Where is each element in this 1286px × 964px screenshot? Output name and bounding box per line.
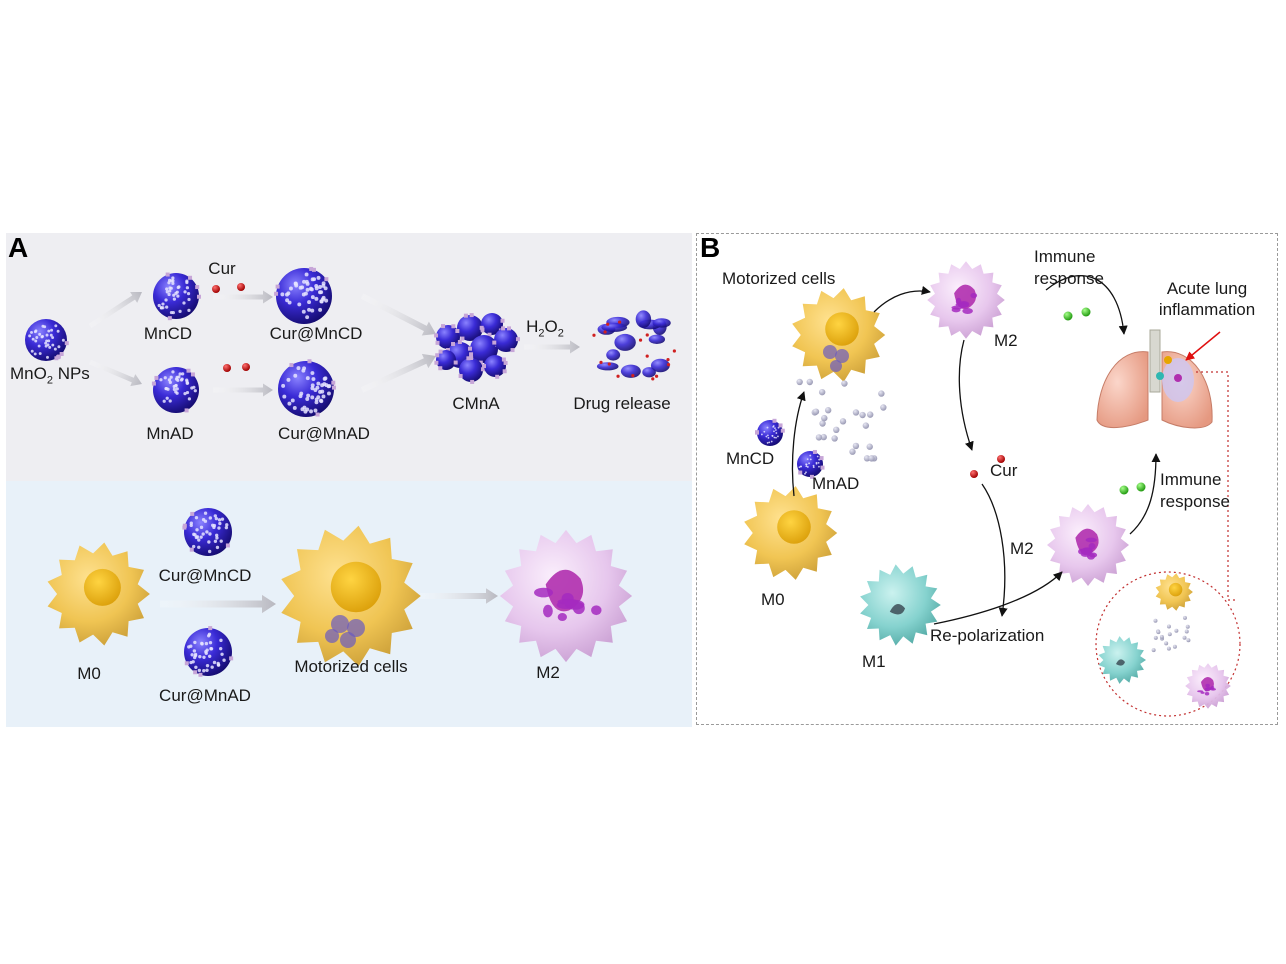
motorized-cells-label: Motorized cells — [294, 657, 408, 676]
m0-label: M0 — [77, 664, 101, 683]
red-pointer-arrow — [1185, 331, 1221, 361]
arrow-m2-to-lung — [1129, 453, 1161, 535]
cytokine-dot — [1081, 307, 1091, 317]
diagram-objects — [25, 261, 1241, 717]
immune-response-mid-label-2: response — [1160, 492, 1230, 511]
acute-lung-label-2: inflammation — [1158, 300, 1256, 319]
mnad-b-nanoparticle — [797, 449, 825, 479]
m2-cell-mid — [1047, 504, 1129, 586]
motorized-cell-b — [792, 288, 886, 382]
arrow-m2-to-cur — [958, 339, 974, 451]
curcumin-b-dot — [970, 470, 978, 478]
flow-arrows — [791, 275, 1236, 625]
cmna-cluster-particle — [434, 349, 458, 371]
m2-bottom-label: M2 — [536, 663, 560, 682]
m2-top-label: M2 — [994, 331, 1018, 350]
mnad-label: MnAD — [146, 424, 194, 443]
cur-mncd-label: Cur@MnCD — [269, 324, 363, 343]
m0-cell — [47, 542, 150, 646]
cmna-label: CMnA — [452, 394, 500, 413]
cur-mncd-nanoparticle — [274, 266, 332, 324]
cur-mncd-bottom-nanoparticle — [182, 508, 232, 556]
repolarization-label: Re-polarization — [930, 626, 1045, 645]
cur-label: Cur — [208, 259, 236, 278]
arrow-h2o2 — [524, 340, 580, 354]
arrow-m0-to-motorized — [791, 391, 806, 497]
arrow-to-motorized — [160, 594, 276, 614]
arrow-cur-to-m2 — [981, 483, 1008, 617]
m2-mid-label: M2 — [1010, 539, 1034, 558]
curcumin-b-dot — [997, 455, 1005, 463]
cur-mncd-bottom-label: Cur@MnCD — [158, 566, 252, 585]
inset-m0-cell — [1155, 573, 1193, 611]
m1-cell — [860, 564, 941, 646]
mnad-nanoparticle — [151, 367, 199, 413]
cmna-cluster-particle — [482, 355, 508, 379]
inset-m2-cell — [1185, 663, 1231, 709]
mnad-b-label: MnAD — [812, 474, 860, 493]
arrow-to-cmna-lower — [360, 353, 437, 393]
mno2-nps-label: MnO2 NPs — [10, 364, 90, 387]
curcumin-dot — [223, 364, 231, 372]
arrow-motorized-to-m2 — [873, 285, 931, 313]
cur-b-label: Cur — [990, 461, 1018, 480]
inset-connector — [1196, 371, 1236, 601]
arrow-mno2-to-mncd — [88, 291, 143, 329]
cytokine-dot — [1136, 482, 1146, 492]
lung-illustration — [1096, 329, 1213, 429]
m2-cell-bottom — [499, 529, 633, 663]
curcumin-dot — [242, 363, 250, 371]
cytokine-dot — [1119, 485, 1129, 495]
m2-cell-top — [927, 261, 1005, 339]
m0-cell-b — [744, 486, 838, 580]
mno2-nanoparticle — [25, 319, 69, 361]
motorized-cells-b-label: Motorized cells — [722, 269, 836, 288]
arrow-mncd-to-cur-mncd — [213, 290, 273, 304]
arrow-to-m2 — [420, 588, 498, 604]
arrow-repolarization — [933, 571, 1063, 625]
curcumin-dot — [237, 283, 245, 291]
drug-release-label: Drug release — [573, 394, 671, 413]
cur-mnad-nanoparticle — [278, 359, 336, 417]
drug-release-fragments — [592, 310, 676, 381]
panel-b-letter: B — [700, 232, 721, 263]
immune-response-top-label-1: Immune — [1034, 247, 1096, 266]
mncd-b-nanoparticle — [755, 418, 785, 446]
mncd-b-label: MnCD — [726, 449, 775, 468]
acute-lung-label-1: Acute lung — [1166, 279, 1248, 298]
inset-m1-cell — [1098, 636, 1146, 684]
panel-a-synthesis-background — [6, 233, 692, 481]
cmna-cluster-particle — [458, 356, 485, 384]
motorized-cell — [281, 525, 421, 667]
m0-b-label: M0 — [761, 590, 785, 609]
immune-response-top-label-2: response — [1034, 269, 1104, 288]
cur-mnad-bottom-label: Cur@MnAD — [159, 686, 251, 705]
panel-a-letter: A — [8, 232, 29, 263]
grey-process-arrows — [88, 290, 1219, 701]
cmna-cluster-particle — [492, 326, 520, 353]
mncd-nanoparticle — [153, 272, 201, 321]
cur-mnad-label: Cur@MnAD — [278, 424, 370, 443]
mncd-label: MnCD — [143, 324, 193, 343]
immune-response-mid-label-1: Immune — [1160, 470, 1222, 489]
arrow-mnad-to-cur-mnad — [213, 383, 273, 397]
curcumin-dot — [212, 285, 220, 293]
m1-label: M1 — [862, 652, 886, 671]
arrow-immune-to-lung — [1045, 275, 1128, 335]
arrow-mno2-to-mnad — [89, 359, 143, 387]
cytokine-dot — [1063, 311, 1073, 321]
released-particle-cloud — [796, 378, 887, 462]
arrow-to-cmna-upper — [360, 293, 436, 336]
h2o2-label: H2O2 — [526, 317, 564, 340]
cur-mnad-bottom-nanoparticle — [184, 626, 234, 677]
